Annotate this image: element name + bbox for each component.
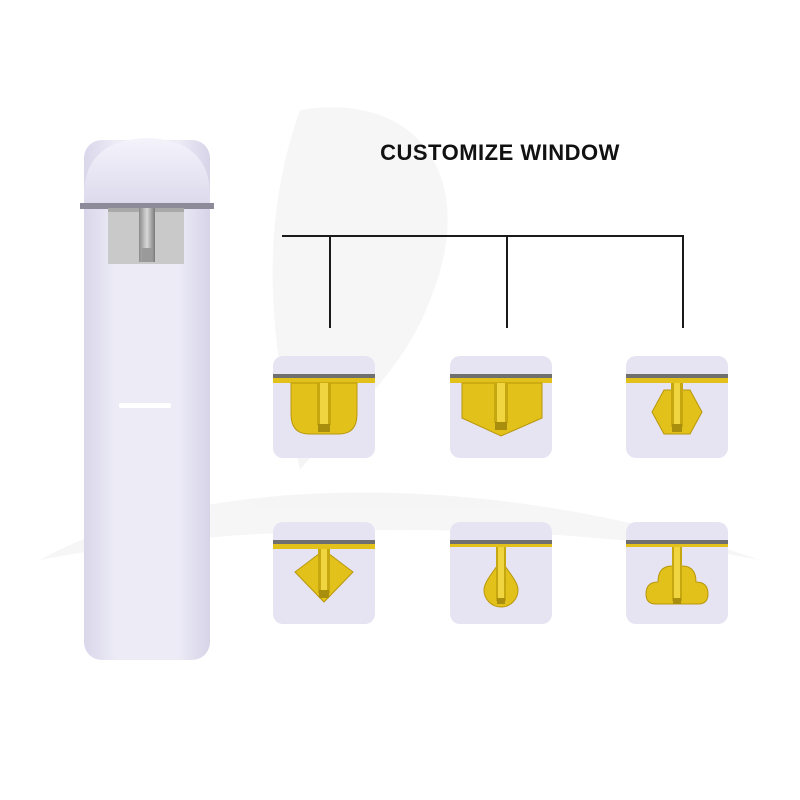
teardrop-window-icon: [450, 522, 552, 624]
device-light-strip: [119, 403, 171, 408]
window-option-pointed[interactable]: [450, 356, 552, 458]
pointed-bottom-window-icon: [450, 356, 552, 458]
customize-window-title: CUSTOMIZE WINDOW: [380, 140, 620, 165]
window-option-hexagon[interactable]: [626, 356, 728, 458]
window-option-teardrop[interactable]: [450, 522, 552, 624]
hexagon-window-icon: [626, 356, 728, 458]
window-option-diamond[interactable]: [273, 522, 375, 624]
window-option-rounded[interactable]: [273, 356, 375, 458]
diamond-window-icon: [273, 522, 375, 624]
device-seam: [80, 203, 214, 209]
vape-device: [80, 138, 214, 660]
window-option-cloud[interactable]: [626, 522, 728, 624]
rounded-shield-window-icon: [273, 356, 375, 458]
device-mouthpiece: [84, 138, 210, 206]
connector-lines: [282, 235, 684, 328]
device-body: [84, 140, 210, 660]
cloud-window-icon: [626, 522, 728, 624]
